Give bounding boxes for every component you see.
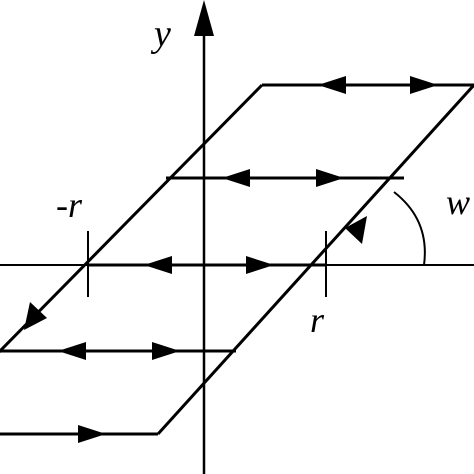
arrow-top-right: [410, 76, 438, 94]
tick-marks: [87, 231, 327, 297]
arrow-top-left: [318, 76, 346, 94]
arrow-lower-left: [58, 342, 86, 360]
angle-arc: [393, 191, 426, 266]
y-axis-label: y: [150, 13, 171, 55]
arrow-bottom-right: [78, 425, 106, 443]
arrowheads: [24, 76, 438, 443]
horizontal-transitions: [0, 83, 474, 436]
arrow-lower-right: [152, 342, 180, 360]
arrow-upper-right: [316, 169, 344, 187]
arrow-upper-left: [222, 169, 250, 187]
arrow-down-left-boundary: [24, 302, 47, 330]
angle-label: w: [446, 182, 470, 222]
y-axis-arrowhead: [194, 0, 214, 36]
loop-boundaries: [0, 83, 474, 436]
arrow-middle-right: [246, 256, 274, 274]
arrow-up-right-boundary: [345, 216, 367, 244]
arrow-middle-left: [144, 256, 172, 274]
right-sloped-boundary: [156, 83, 474, 436]
pos-r-label: r: [310, 300, 325, 340]
left-sloped-boundary: [0, 83, 264, 354]
neg-r-label: -r: [56, 185, 83, 225]
